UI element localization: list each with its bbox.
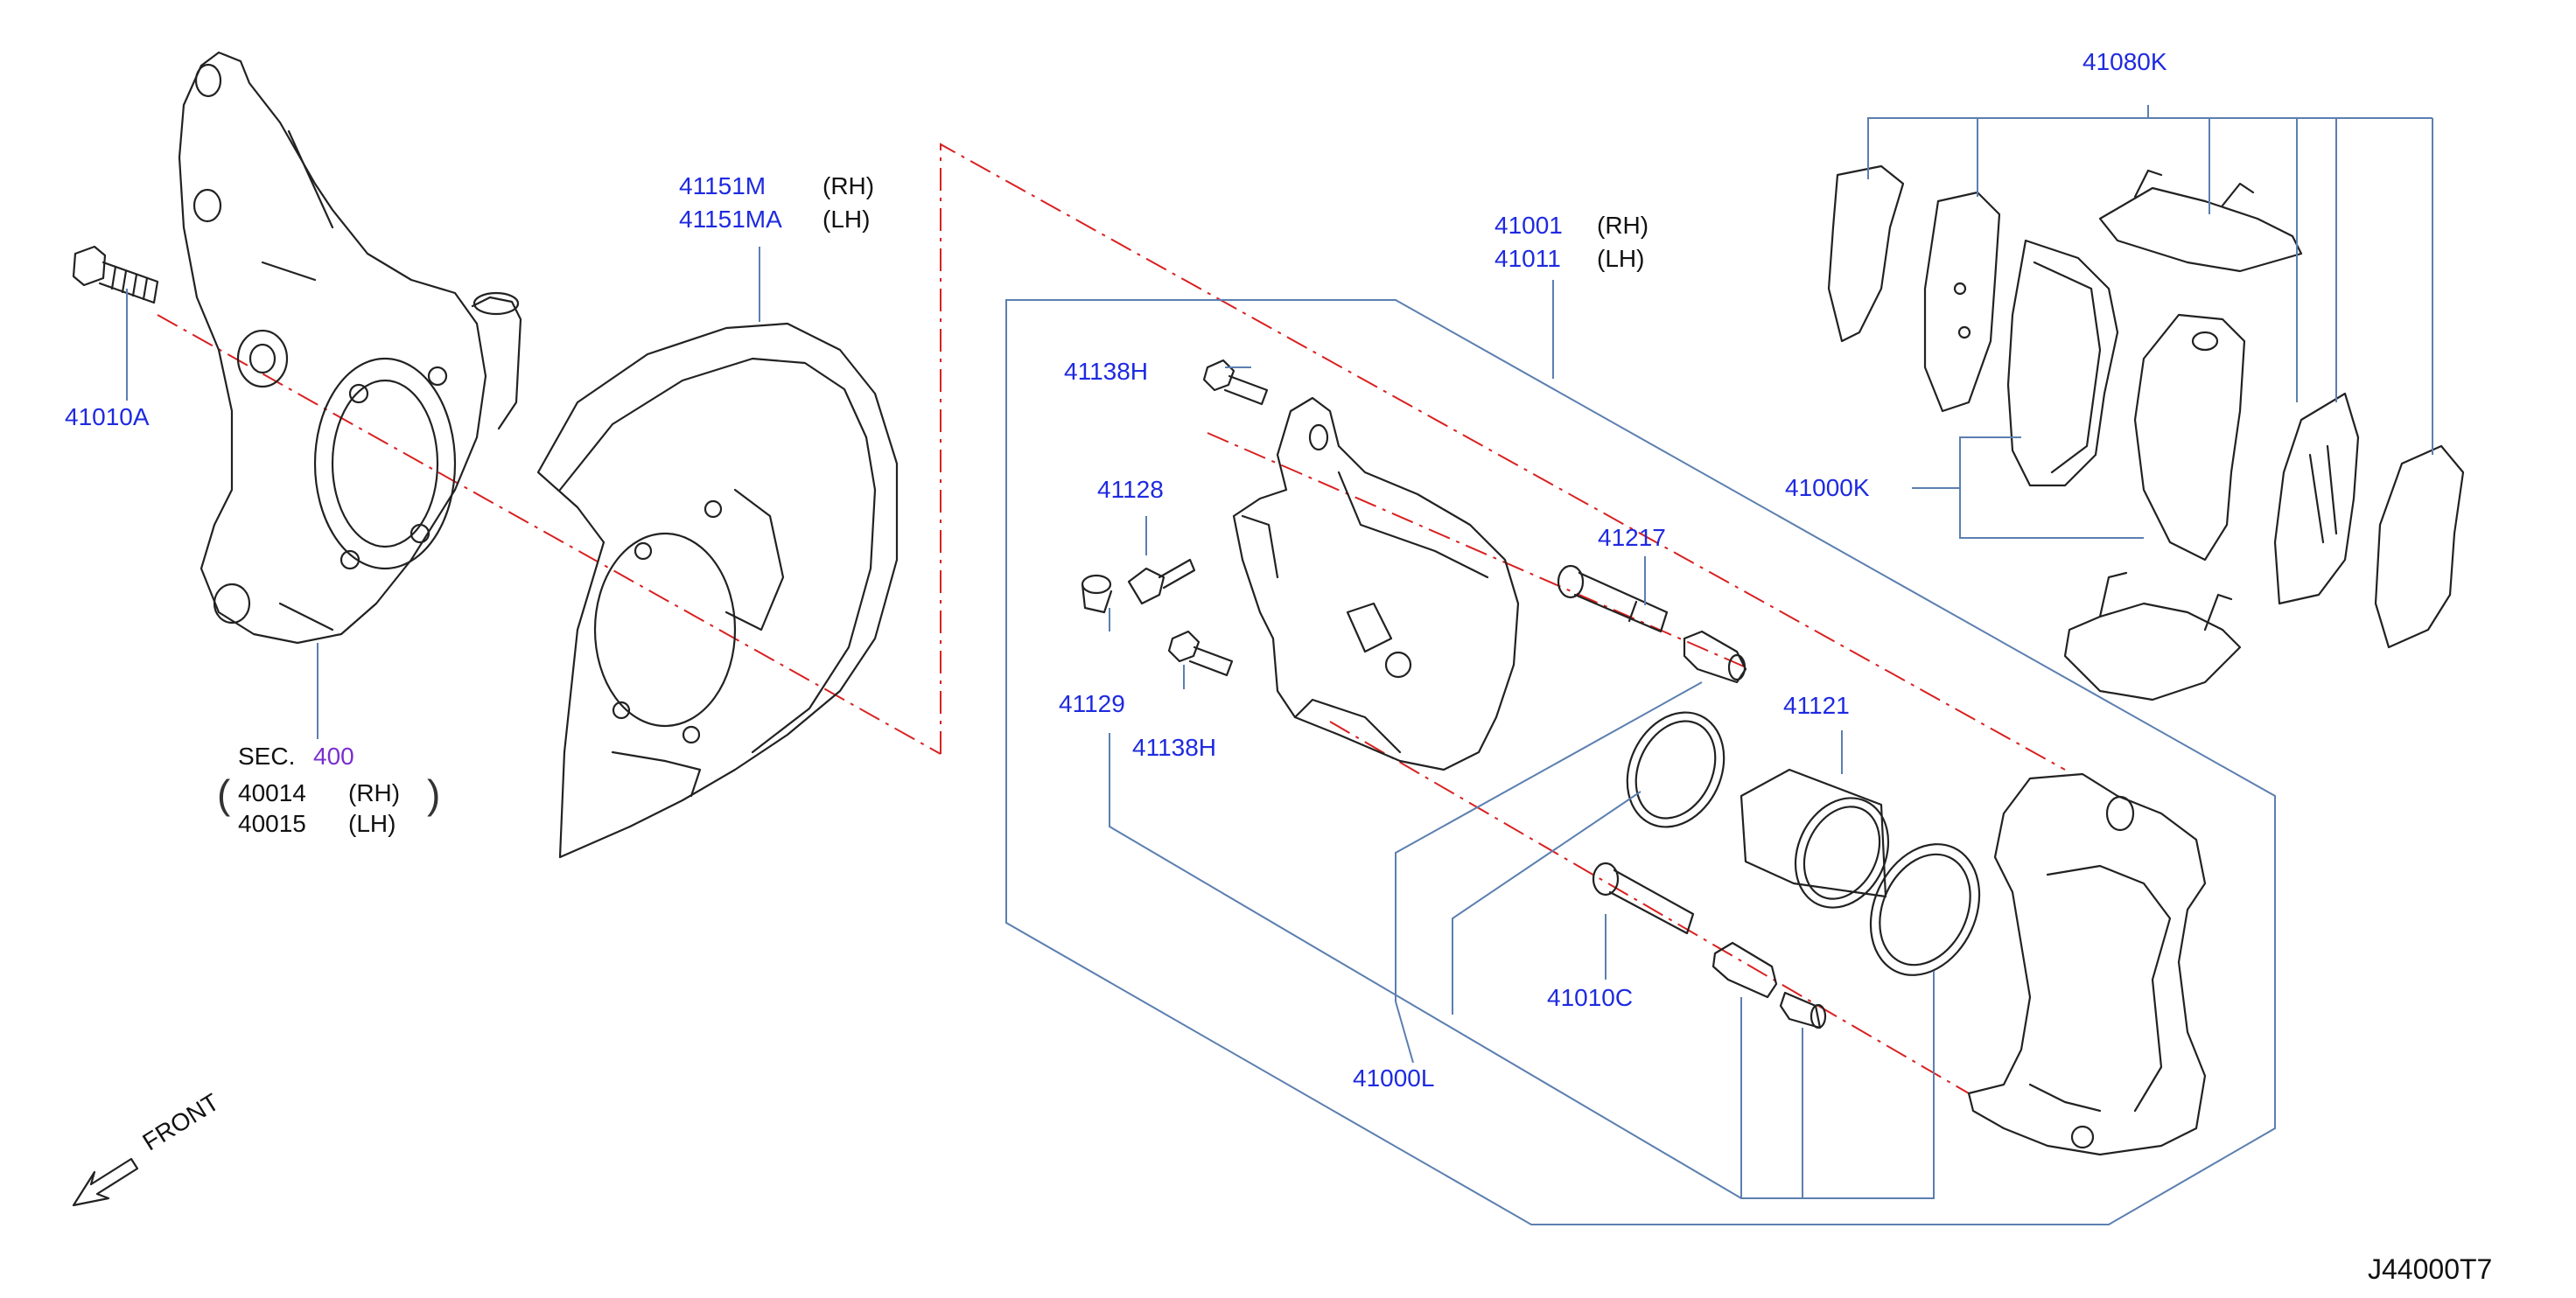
caliper-bracket[interactable] bbox=[1967, 772, 2207, 1156]
piston-seal[interactable] bbox=[1609, 696, 1742, 842]
section-prefix: SEC. bbox=[238, 743, 296, 770]
guide-pin-lower[interactable] bbox=[1592, 862, 1695, 935]
pad-retainer-upper[interactable] bbox=[2098, 169, 2303, 273]
pad-retainer-lower[interactable] bbox=[2063, 571, 2242, 701]
part-label-knuckle-lh[interactable]: 40015 bbox=[238, 810, 306, 837]
part-label-bolt-lower[interactable]: 41138H bbox=[1132, 734, 1217, 761]
side-label-knuckle-lh: (LH) bbox=[348, 810, 396, 837]
knuckle-bolt[interactable] bbox=[72, 245, 159, 304]
pad-shim-3[interactable] bbox=[2273, 392, 2360, 605]
caliper-bolt-upper[interactable] bbox=[1202, 359, 1269, 406]
side-label-shield-lh: (LH) bbox=[822, 206, 871, 233]
part-label-caliper-lh[interactable]: 41011 bbox=[1494, 245, 1561, 272]
part-label-hardware-kit[interactable]: 41080K bbox=[2082, 48, 2167, 75]
brake-dust-shield[interactable] bbox=[536, 322, 899, 859]
side-label-caliper-rh: (RH) bbox=[1597, 212, 1649, 239]
part-label-shield-rh[interactable]: 41151M bbox=[679, 172, 766, 199]
part-label-caliper-rh[interactable]: 41001 bbox=[1494, 212, 1563, 239]
part-label-pin-lower[interactable]: 41010C bbox=[1547, 984, 1634, 1011]
pad-shim-1[interactable] bbox=[1827, 164, 1905, 343]
pad-shim-2[interactable] bbox=[1923, 191, 2001, 413]
bleeder-cap[interactable] bbox=[1081, 574, 1113, 614]
part-label-seal-kit[interactable]: 41121 bbox=[1783, 692, 1850, 719]
part-label-bleeder[interactable]: 41128 bbox=[1097, 476, 1164, 503]
pad-shim-4[interactable] bbox=[2374, 444, 2465, 649]
brake-pad-outer[interactable] bbox=[2133, 313, 2246, 562]
part-label-bolt-upper[interactable]: 41138H bbox=[1064, 358, 1149, 385]
side-label-shield-rh: (RH) bbox=[822, 172, 875, 199]
pin-boot-lower[interactable] bbox=[1712, 941, 1778, 999]
guide-pin-upper[interactable] bbox=[1557, 564, 1669, 633]
caliper-housing[interactable] bbox=[1232, 396, 1520, 771]
part-label-knuckle-bolt[interactable]: 41010A bbox=[65, 403, 150, 430]
part-label-repair-kit[interactable]: 41000L bbox=[1353, 1064, 1435, 1092]
section-link[interactable]: 400 bbox=[313, 743, 354, 770]
bracket-open: ( bbox=[217, 771, 231, 817]
part-label-pin-upper[interactable]: 41217 bbox=[1598, 524, 1666, 551]
brake-pad-inner[interactable] bbox=[2006, 239, 2119, 487]
drawing-id: J44000T7 bbox=[2368, 1253, 2493, 1285]
bleeder-screw[interactable] bbox=[1127, 558, 1196, 605]
leader-lines bbox=[126, 105, 2433, 1225]
side-label-knuckle-rh: (RH) bbox=[348, 779, 401, 806]
steering-knuckle[interactable] bbox=[178, 51, 522, 645]
center-lines bbox=[157, 143, 2066, 1094]
part-label-bleeder-cap[interactable]: 41129 bbox=[1059, 690, 1125, 717]
pin-sleeve[interactable] bbox=[1779, 991, 1827, 1029]
side-label-caliper-lh: (LH) bbox=[1597, 245, 1645, 272]
front-arrow-icon bbox=[72, 1157, 139, 1207]
part-label-knuckle-rh[interactable]: 40014 bbox=[238, 779, 306, 806]
part-label-shield-lh[interactable]: 41151MA bbox=[679, 206, 782, 233]
caliper-piston[interactable] bbox=[1740, 768, 1906, 923]
part-label-pad-kit[interactable]: 41000K bbox=[1785, 474, 1870, 501]
piston-boot[interactable] bbox=[1850, 827, 1999, 993]
pin-boot-upper[interactable] bbox=[1683, 630, 1747, 684]
caliper-bolt-lower[interactable] bbox=[1167, 630, 1234, 677]
bracket-close: ) bbox=[427, 771, 441, 817]
